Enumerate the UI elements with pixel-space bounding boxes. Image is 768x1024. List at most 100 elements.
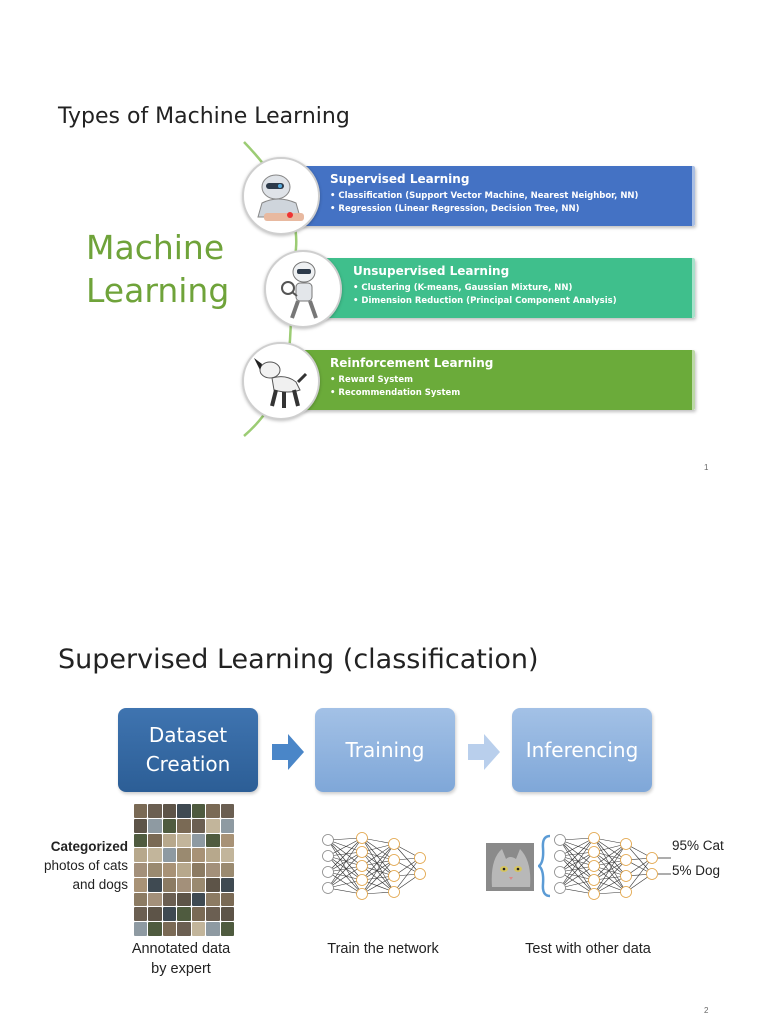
bar-item: Reward System [330, 375, 413, 385]
nn-edge [593, 837, 627, 877]
nn-edge [361, 851, 395, 877]
slide-2: Supervised Learning (classification) Dat… [0, 512, 768, 1024]
nn-node [322, 850, 334, 862]
nn-node [554, 834, 566, 846]
photo-thumbnail [191, 907, 206, 922]
nn-node [620, 870, 632, 882]
nn-edge [559, 851, 595, 889]
bar-item: Clustering (K-means, Gaussian Mixture, N… [353, 283, 572, 293]
photo-thumbnail [220, 922, 234, 936]
robot-magnifier-image [264, 250, 342, 328]
nn-node [588, 832, 600, 844]
photo-thumbnail [177, 863, 191, 877]
dataset-creation-box: Dataset Creation [118, 708, 258, 792]
photo-thumbnail [134, 922, 148, 936]
photo-thumbnail [177, 804, 191, 818]
nn-edge [593, 843, 627, 881]
nn-edge [559, 837, 595, 873]
nn-node [620, 838, 632, 850]
photo-thumbnail [177, 818, 191, 833]
nn-edge [327, 851, 363, 889]
bar-title: Reinforcement Learning [330, 356, 494, 370]
photo-thumbnail [191, 833, 206, 848]
annotated-data-caption: Annotated data by expert [131, 941, 231, 977]
supervised-learning-bar: Supervised Learning Classification (Supp… [300, 166, 695, 226]
arrow-right-icon [272, 734, 304, 770]
photo-thumbnail [162, 892, 177, 907]
nn-edge [593, 837, 627, 861]
test-data-caption: Test with other data [525, 941, 651, 957]
photo-thumbnail [148, 877, 162, 892]
nn-edge [559, 839, 595, 867]
brace-icon [538, 834, 551, 898]
nn-node [588, 860, 600, 872]
photo-thumbnail [162, 848, 177, 863]
dog-probability: 5% Dog [672, 863, 721, 878]
machine-learning-label: Machine Learning [86, 228, 230, 310]
nn-edge [327, 837, 363, 889]
nn-node [322, 882, 334, 894]
nn-node [554, 866, 566, 878]
nn-edge [559, 855, 595, 895]
cat-photo [486, 843, 534, 891]
robot-icon [257, 174, 304, 221]
nn-edge [361, 859, 395, 881]
inferencing-box: Inferencing [512, 708, 652, 792]
photo-thumbnail [177, 848, 191, 863]
neural-network-diagram [554, 832, 671, 900]
photo-thumbnail [206, 892, 220, 907]
train-network-caption: Train the network [327, 941, 439, 957]
photo-thumbnail [148, 863, 162, 877]
page-number: 2 [704, 1006, 709, 1015]
nn-edge [327, 839, 363, 853]
nn-edge [361, 837, 395, 861]
photo-thumbnail [177, 892, 191, 907]
cat-probability: 95% Cat [672, 838, 724, 853]
bar-title: Supervised Learning [330, 172, 470, 186]
robot-icon [281, 261, 318, 319]
page-number: 1 [704, 463, 709, 472]
nn-edge [361, 843, 395, 895]
nn-edge [593, 851, 627, 893]
nn-edge [593, 859, 627, 881]
photo-thumbnail [162, 877, 177, 892]
nn-node [646, 852, 658, 864]
unsupervised-learning-bar: Unsupervised Learning Clustering (K-mean… [318, 258, 695, 318]
bar-title: Unsupervised Learning [353, 264, 510, 278]
nn-edge [593, 837, 627, 893]
nn-node [388, 886, 400, 898]
nn-node [388, 870, 400, 882]
photo-thumbnail [220, 863, 234, 877]
nn-edge [559, 839, 595, 881]
photo-thumbnail [220, 892, 234, 907]
photo-thumbnail [206, 848, 220, 863]
photo-thumbnail [220, 907, 234, 922]
photo-thumbnail [134, 833, 148, 848]
nn-edge [559, 865, 595, 889]
connector-curve [243, 141, 298, 437]
nn-edge [361, 859, 395, 895]
photo-thumbnail [148, 922, 162, 936]
nn-edge [559, 871, 595, 895]
nn-edge [327, 839, 363, 867]
photo-thumbnail [148, 804, 162, 818]
nn-edge [559, 851, 595, 873]
nn-edge [327, 839, 363, 895]
photo-thumbnail [162, 863, 177, 877]
photo-thumbnail [134, 848, 148, 863]
robot-dog-image [242, 342, 320, 420]
nn-node [356, 860, 368, 872]
nn-node [356, 888, 368, 900]
nn-node [356, 874, 368, 886]
nn-node [588, 888, 600, 900]
photo-thumbnail [220, 877, 234, 892]
nn-edge [327, 837, 363, 873]
photo-thumbnail [177, 907, 191, 922]
nn-edge [393, 857, 421, 893]
nn-node [620, 886, 632, 898]
nn-edge [327, 855, 363, 881]
photo-thumbnail [206, 907, 220, 922]
nn-node [322, 834, 334, 846]
photo-thumbnail [206, 922, 220, 936]
nn-edge [327, 855, 363, 867]
